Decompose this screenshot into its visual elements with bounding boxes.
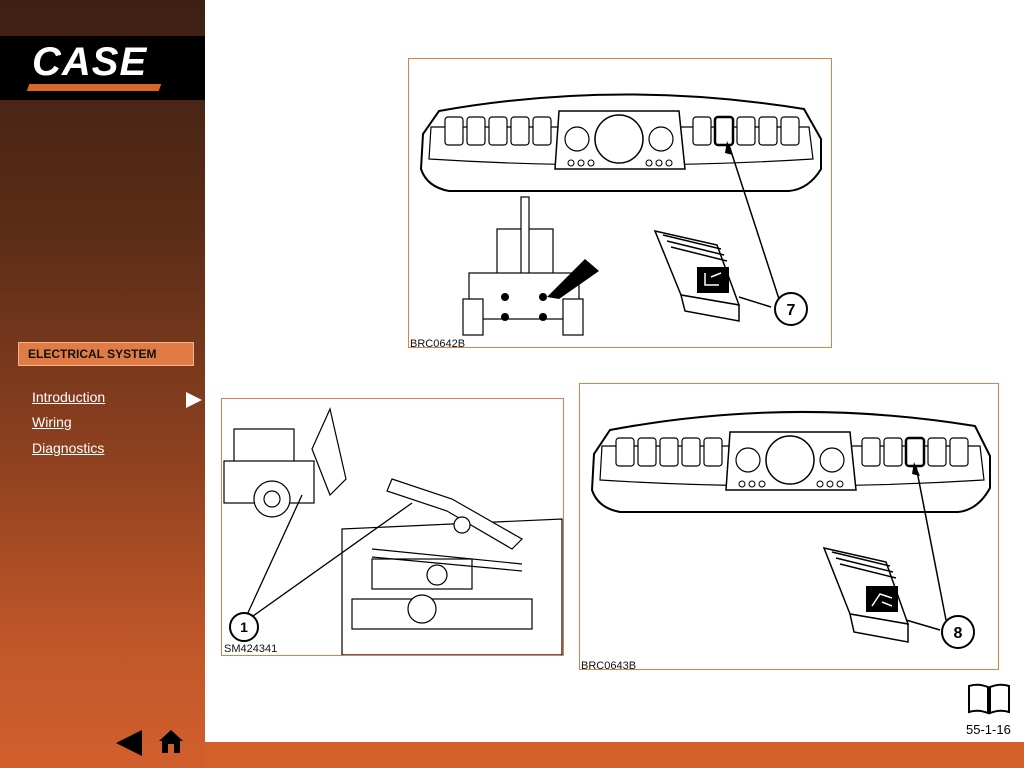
logo-swoosh: [26, 84, 162, 91]
bottom-bar: [205, 742, 1024, 768]
callout-1: 1: [240, 619, 248, 635]
dashboard-switch-illustration-2: 8: [590, 410, 991, 649]
nav-link-introduction[interactable]: Introduction: [32, 389, 106, 405]
figure-left-label: SM424341: [224, 643, 278, 655]
nav-link-diagnostics[interactable]: Diagnostics: [32, 440, 105, 456]
figure-top: 7: [408, 58, 832, 348]
nav-link-wiring[interactable]: Wiring: [32, 414, 72, 430]
section-header: ELECTRICAL SYSTEM: [18, 342, 194, 366]
section-title: ELECTRICAL SYSTEM: [28, 347, 157, 361]
figure-right-label: BRC0643B: [581, 660, 637, 672]
logo-bar: CASE: [0, 36, 205, 100]
sidebar: CASE ELECTRICAL SYSTEM Introduction Wiri…: [0, 0, 205, 768]
figure-top-label: BRC0642B: [410, 338, 466, 350]
figure-left: 1 SM424341: [221, 398, 564, 656]
book-icon[interactable]: [966, 682, 1012, 716]
tractor-component-illustration: 1: [223, 407, 563, 655]
page-number: 55-1-16: [966, 722, 1011, 737]
home-icon[interactable]: [158, 728, 184, 754]
back-arrow-icon[interactable]: [116, 730, 142, 756]
callout-8: 8: [954, 625, 963, 642]
callout-7: 7: [787, 302, 796, 319]
triangle-right-icon: [186, 392, 202, 408]
case-logo: CASE: [32, 40, 148, 84]
figure-right: 8: [579, 383, 999, 670]
dashboard-switch-illustration: 7: [419, 93, 822, 336]
